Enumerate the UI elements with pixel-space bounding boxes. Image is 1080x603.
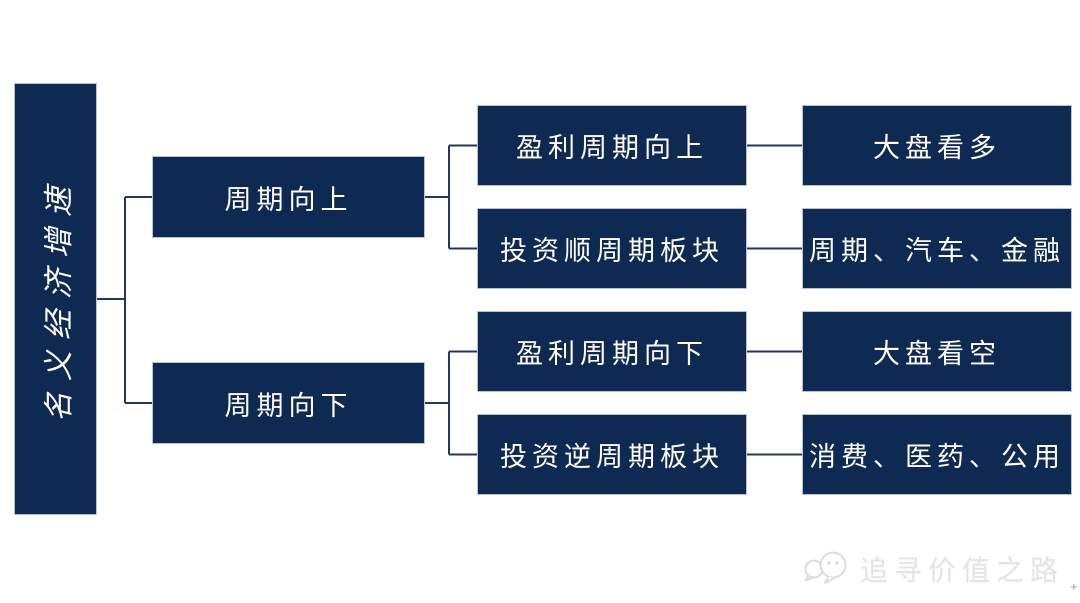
watermark-text: 追寻价值之路	[859, 556, 1064, 587]
corner-mark: +	[1069, 582, 1078, 593]
condition-box-profit-cycle-down: 盈利周期向下	[477, 311, 747, 392]
result-box-consumer-pharma-utilities: 消费、医药、公用	[802, 414, 1072, 495]
condition-box-profit-cycle-up: 盈利周期向上	[477, 105, 747, 186]
result-box-cyclical-auto-finance: 周期、汽车、金融	[802, 208, 1072, 289]
result-box-market-bearish: 大盘看空	[802, 311, 1072, 392]
branch-box-cycle-up: 周期向上	[152, 156, 425, 238]
root-box: 名义经济增速	[14, 83, 97, 515]
condition-box-countercyclical-sectors: 投资逆周期板块	[477, 414, 747, 495]
watermark: 追寻价值之路	[802, 549, 1064, 589]
wechat-icon	[804, 551, 847, 584]
condition-box-procyclical-sectors: 投资顺周期板块	[477, 208, 747, 289]
result-box-market-bullish: 大盘看多	[802, 105, 1072, 186]
root-label: 名义经济增速	[42, 176, 76, 422]
branch-box-cycle-down: 周期向下	[152, 362, 425, 444]
